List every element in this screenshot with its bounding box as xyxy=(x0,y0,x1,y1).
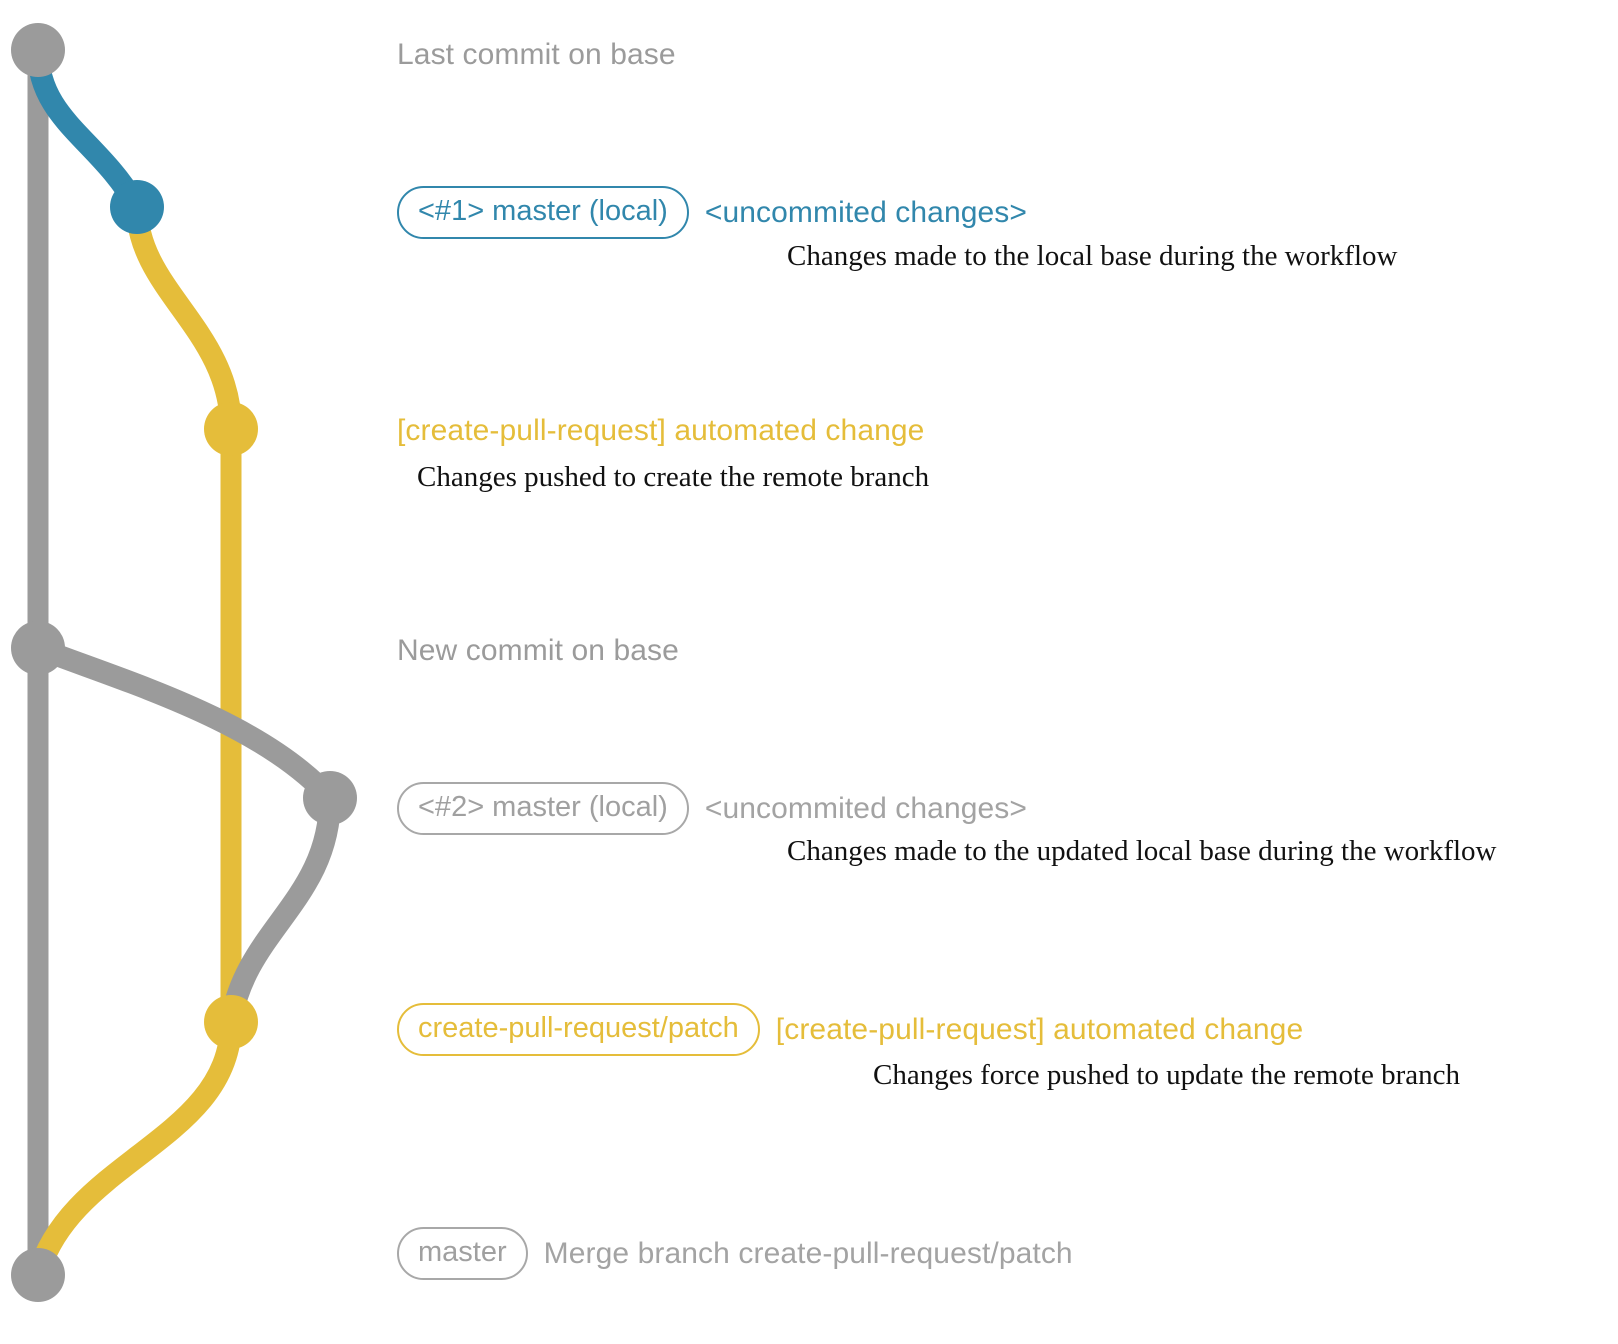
commit-node-new-base[interactable] xyxy=(11,621,65,675)
commit-node-automated-2[interactable] xyxy=(204,995,258,1049)
git-graph xyxy=(11,23,357,1302)
branch-badge-master[interactable]: master xyxy=(397,1227,528,1280)
row-automated-change-1: [create-pull-request] automated change xyxy=(397,414,924,448)
caption-automated-1: Changes pushed to create the remote bran… xyxy=(417,461,930,493)
caption-local-1: Changes made to the local base during th… xyxy=(787,240,1398,272)
caption-local-2: Changes made to the updated local base d… xyxy=(787,835,1497,867)
commit-node-last-base[interactable] xyxy=(11,23,65,77)
new-commit-on-base-text: New commit on base xyxy=(397,634,679,667)
commit-message-local-1: <uncommited changes> xyxy=(704,195,1028,229)
edge-automated2-to-merge xyxy=(27,1011,242,1286)
commit-node-local-2[interactable] xyxy=(303,771,357,825)
commit-node-merge-master[interactable] xyxy=(11,1248,65,1302)
commit-node-local-1[interactable] xyxy=(110,180,164,234)
commit-node-automated-1[interactable] xyxy=(204,402,258,456)
commit-message-local-2: <uncommited changes> xyxy=(704,791,1028,825)
commit-message-merge: Merge branch create-pull-request/patch xyxy=(543,1236,1073,1270)
row-merge-master: master Merge branch create-pull-request/… xyxy=(397,1227,1073,1280)
branch-badge-master-local-1[interactable]: <#1> master (local) xyxy=(397,186,689,239)
commit-message-automated-1: [create-pull-request] automated change xyxy=(397,414,925,447)
row-new-commit-on-base: New commit on base xyxy=(397,634,679,668)
caption-automated-2: Changes force pushed to update the remot… xyxy=(873,1059,1461,1091)
last-commit-on-base-text: Last commit on base xyxy=(397,38,676,71)
row-master-local-1: <#1> master (local) <uncommited changes> xyxy=(397,186,1027,239)
row-master-local-2: <#2> master (local) <uncommited changes> xyxy=(397,782,1027,835)
branch-badge-master-local-2[interactable]: <#2> master (local) xyxy=(397,782,689,835)
edge-newbase-to-local2 xyxy=(27,637,341,809)
edge-local1-to-automated1 xyxy=(126,196,242,440)
commit-message-automated-2: [create-pull-request] automated change xyxy=(775,1012,1304,1046)
edge-local2-to-automated2 xyxy=(220,787,341,1033)
row-automated-change-2: create-pull-request/patch [create-pull-r… xyxy=(397,1003,1303,1056)
branch-badge-create-pull-request-patch[interactable]: create-pull-request/patch xyxy=(397,1003,760,1056)
row-last-commit-on-base: Last commit on base xyxy=(397,38,676,72)
